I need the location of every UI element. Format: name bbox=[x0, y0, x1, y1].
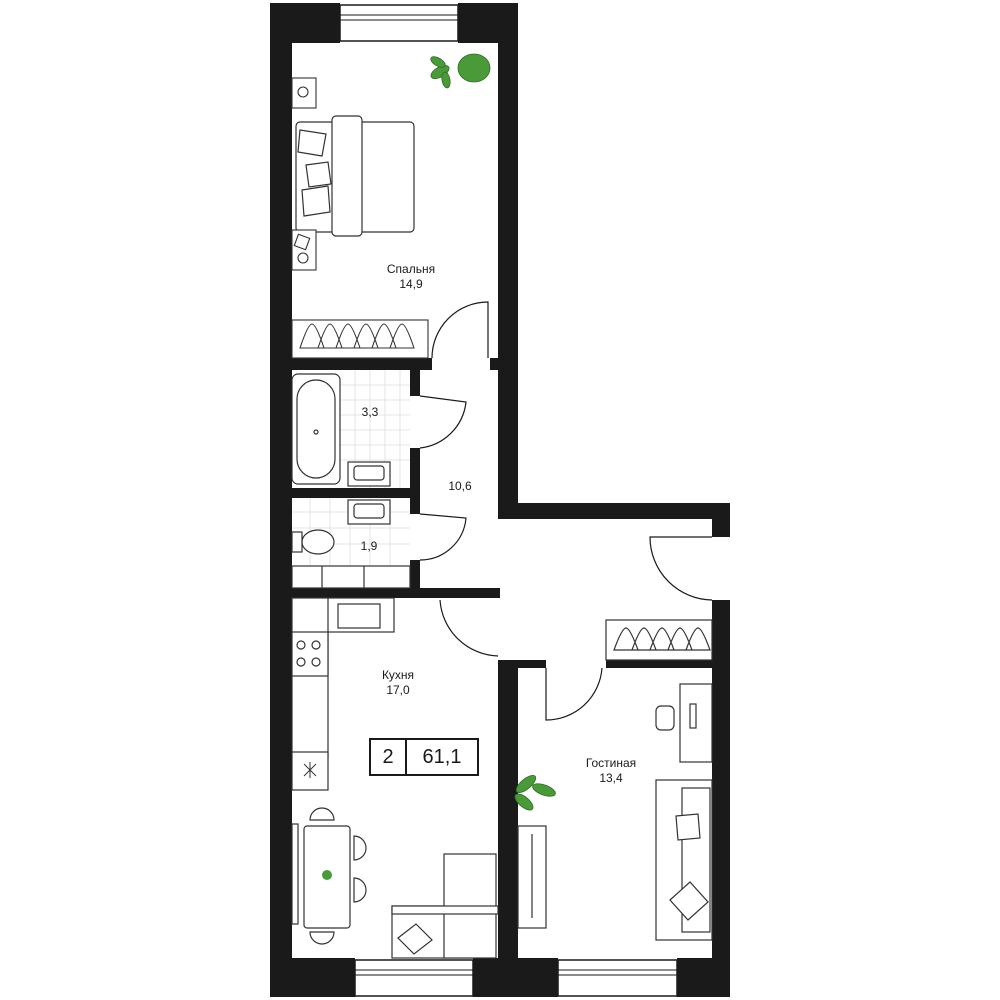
wall-top-left bbox=[270, 3, 340, 43]
wall-step bbox=[498, 503, 730, 519]
room-area-bathroom: 3,3 bbox=[361, 405, 379, 419]
wall-living-left bbox=[498, 662, 518, 958]
door-kitchen bbox=[439, 599, 499, 657]
room-area-living: 13,4 bbox=[599, 771, 623, 785]
wall-bottom-3 bbox=[677, 958, 730, 997]
room-area-kitchen: 17,0 bbox=[386, 683, 410, 697]
utility-cabinets bbox=[291, 565, 411, 589]
wall-wc-right bbox=[410, 488, 420, 514]
wardrobe-bedroom bbox=[291, 319, 429, 359]
door-bedroom bbox=[431, 301, 489, 359]
toilet bbox=[301, 529, 335, 555]
room-label-bedroom: Спальня 14,9 bbox=[387, 262, 435, 292]
wall-wc-right-2 bbox=[410, 560, 420, 596]
wall-living-top bbox=[498, 660, 546, 668]
wall-bath-wc bbox=[292, 488, 420, 498]
window-living bbox=[557, 959, 678, 997]
wall-bottom-2 bbox=[473, 958, 558, 997]
wall-right-lower-2 bbox=[712, 600, 730, 997]
room-name-bedroom: Спальня bbox=[386, 262, 436, 276]
window-bedroom bbox=[339, 4, 459, 42]
room-area-bedroom: 14,9 bbox=[399, 277, 423, 291]
room-count: 2 bbox=[371, 740, 407, 774]
wall-right-lower bbox=[712, 503, 730, 537]
door-entrance bbox=[649, 536, 713, 601]
room-name-living: Гостиная bbox=[585, 756, 637, 770]
total-area: 61,1 bbox=[422, 745, 462, 768]
room-name-kitchen: Кухня bbox=[381, 668, 415, 682]
wall-living-top-2 bbox=[606, 660, 712, 668]
wall-kitchen-top bbox=[292, 588, 500, 598]
room-area-hall: 10,6 bbox=[448, 479, 472, 493]
door-bath bbox=[419, 395, 467, 449]
room-label-kitchen: Кухня 17,0 bbox=[382, 668, 414, 698]
room-label-living: Гостиная 13,4 bbox=[586, 756, 636, 786]
wall-bedroom-bottom-2 bbox=[490, 358, 500, 370]
wall-bath-right-2 bbox=[410, 448, 420, 490]
bed bbox=[295, 115, 415, 237]
kitchen-sink bbox=[337, 603, 381, 629]
wall-bottom-1 bbox=[270, 958, 355, 997]
wall-left bbox=[270, 3, 292, 997]
wall-right-upper bbox=[498, 3, 518, 518]
apartment-summary-badge: 2 61,1 bbox=[369, 738, 479, 776]
plant-bedroom bbox=[430, 53, 491, 89]
window-kitchen bbox=[354, 959, 474, 997]
plant-living bbox=[514, 774, 556, 811]
door-wc bbox=[419, 513, 467, 561]
door-living bbox=[545, 667, 603, 721]
wall-bedroom-bottom bbox=[292, 358, 432, 370]
plant-table bbox=[322, 870, 332, 880]
wall-bath-right bbox=[410, 358, 420, 396]
room-area-wc: 1,9 bbox=[360, 539, 378, 553]
stove bbox=[291, 631, 329, 677]
desk-chair bbox=[655, 705, 675, 731]
